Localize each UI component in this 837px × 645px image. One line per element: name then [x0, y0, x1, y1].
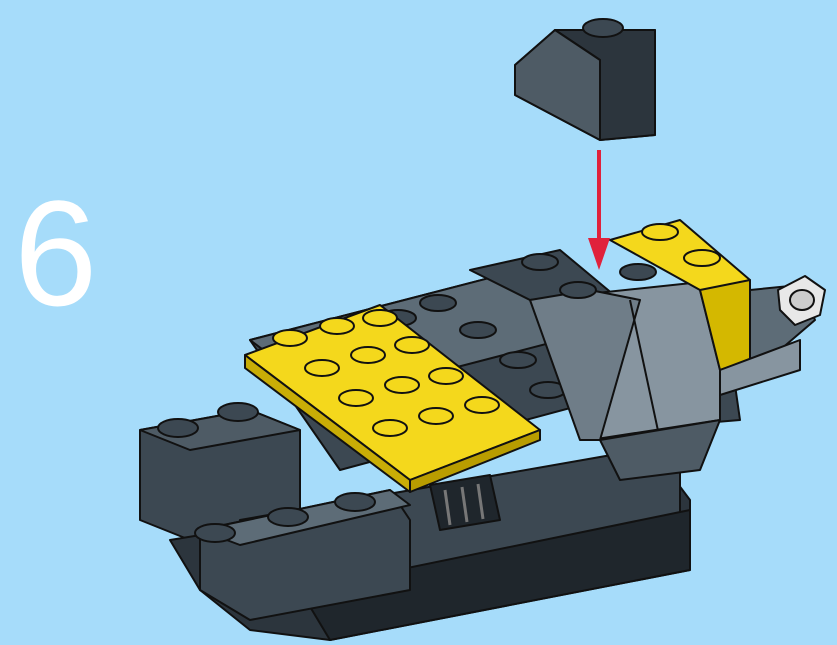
placement-arrow: [588, 150, 610, 270]
new-slope-brick: [515, 19, 655, 140]
hull-grille: [430, 475, 500, 530]
